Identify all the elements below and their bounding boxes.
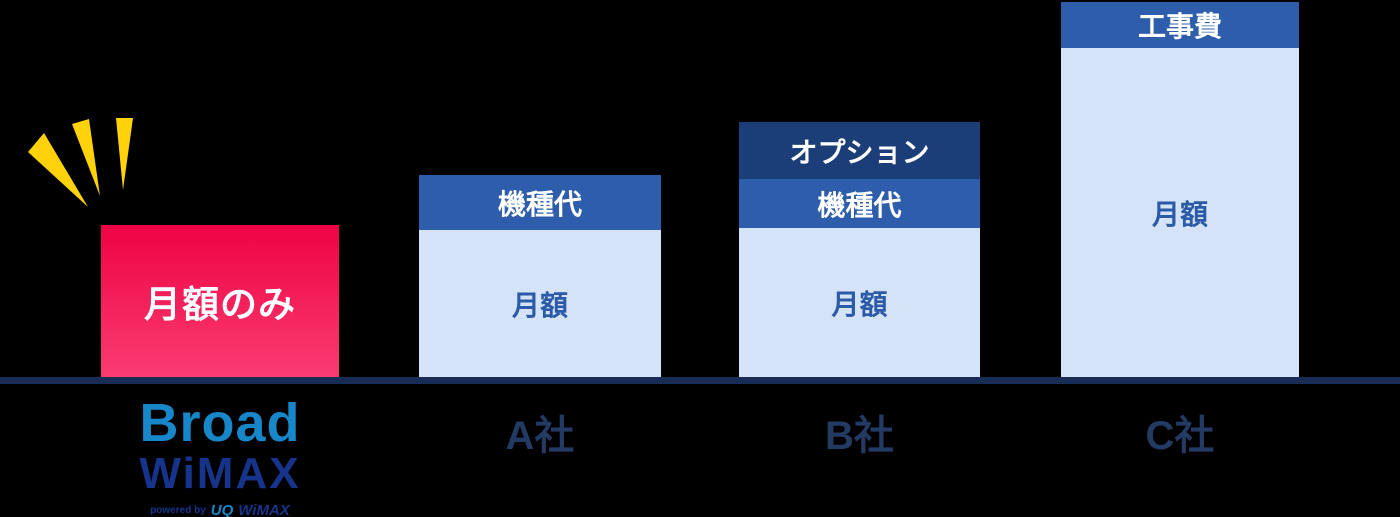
- uq-logo-text: UQ: [210, 502, 234, 517]
- segment-device-cost: 機種代: [739, 179, 980, 228]
- segment-monthly-only: 月額のみ: [144, 284, 296, 325]
- sparkle-lines-icon: [28, 118, 133, 207]
- segment-option-cost: オプション: [739, 122, 980, 179]
- baseline-axis: [0, 377, 1400, 384]
- logo-powered-by-line: powered by UQ WiMAX: [101, 503, 339, 517]
- segment-device-cost: 機種代: [419, 175, 661, 230]
- segment-monthly: 月額: [1061, 48, 1299, 377]
- company-a-label: A社: [505, 414, 575, 458]
- bar-company-a: 機種代 月額: [419, 175, 661, 377]
- bar-company-c: 工事費 月額: [1061, 2, 1299, 377]
- broad-wimax-logo: Broad WiMAX powered by UQ WiMAX: [101, 396, 339, 517]
- powered-by-text: powered by: [150, 504, 206, 516]
- company-b-label: B社: [825, 414, 894, 458]
- bar-broad-wimax: 月額のみ: [101, 225, 339, 377]
- segment-monthly: 月額: [739, 228, 980, 377]
- segment-monthly: 月額: [419, 230, 661, 377]
- logo-wimax-text: WiMAX: [139, 449, 301, 498]
- segment-construction-cost: 工事費: [1061, 2, 1299, 48]
- bar-company-b: オプション 機種代 月額: [739, 122, 980, 377]
- uq-wimax-logo-text: WiMAX: [238, 502, 290, 517]
- logo-broad-text: Broad: [139, 393, 301, 453]
- company-c-label: C社: [1145, 414, 1215, 458]
